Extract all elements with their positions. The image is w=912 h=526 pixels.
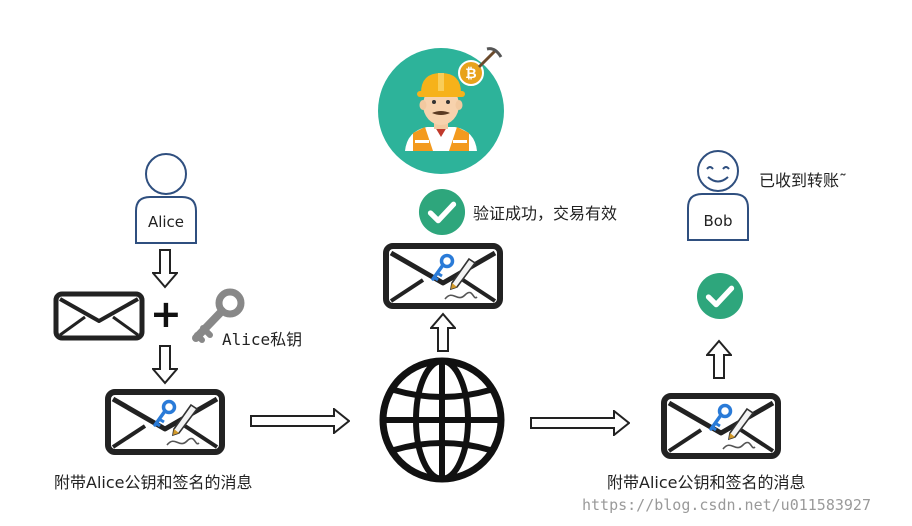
signed-envelope-right (661, 393, 781, 459)
alice-label: Alice (147, 213, 185, 231)
alice-person: Alice (134, 153, 198, 245)
arrow-up-icon (430, 312, 456, 352)
smiling-person-icon (687, 150, 749, 241)
envelope-icon (53, 291, 145, 341)
arrow-down-icon (152, 345, 178, 385)
globe-icon (379, 357, 505, 483)
arrow-down-icon (152, 249, 178, 289)
signed-envelope-middle (383, 243, 503, 309)
arrow-up-icon (706, 339, 732, 379)
signed-envelope-left (105, 389, 225, 455)
private-key-label: Alice私钥 (222, 330, 303, 349)
verify-label: 验证成功，交易有效 (473, 204, 618, 223)
person-icon (135, 153, 197, 244)
bob-label: Bob (703, 212, 733, 230)
key-icon (192, 288, 245, 343)
caption-right: 附带Alice公钥和签名的消息 (607, 473, 806, 492)
caption-left: 附带Alice公钥和签名的消息 (54, 473, 253, 492)
bob-message: 已收到转账˜ (759, 171, 848, 190)
plus-icon: + (150, 292, 182, 336)
watermark: https://blog.csdn.net/u011583927 (582, 496, 871, 514)
check-icon (418, 188, 466, 236)
arrow-right-icon (530, 410, 630, 436)
miner-icon: ₿ (378, 47, 504, 174)
arrow-right-icon (250, 408, 350, 434)
svg-text:₿: ₿ (465, 66, 476, 82)
check-icon (696, 272, 744, 320)
bob-person: Bob (686, 150, 750, 242)
